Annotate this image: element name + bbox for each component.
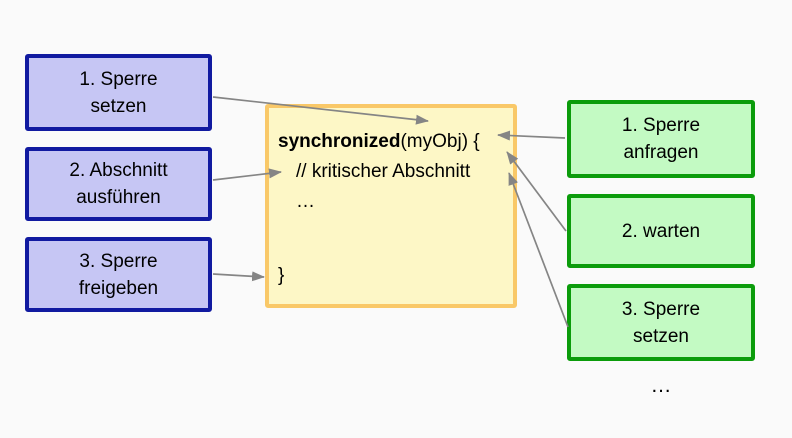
left-step-box-3: 3. Sperre freigeben: [25, 237, 212, 312]
step-label-line: anfragen: [623, 142, 699, 163]
arrow-sperre-freigeben-to-code: [212, 271, 265, 282]
continuation-ellipsis: …: [650, 374, 672, 397]
left-step-box-1: 1. Sperre setzen: [25, 54, 212, 131]
arrow-sperre-setzen-right-to-code: [508, 172, 569, 328]
step-label-line: 3. Sperre: [621, 298, 701, 320]
step-label-line: setzen: [633, 325, 689, 347]
right-step-box-2: 2. warten: [567, 194, 755, 268]
code-line-signature: synchronized(myObj) {: [278, 127, 509, 157]
code-line-comment: // kritischer Abschnitt: [296, 161, 471, 182]
left-step-box-2: 2. Abschnitt ausführen: [25, 147, 212, 221]
step-label-line: 3. Sperre: [79, 250, 158, 272]
code-signature-rest: (myObj) {: [400, 131, 480, 152]
step-label-line: 1. Sperre: [621, 115, 701, 136]
step-label-line: ausführen: [76, 187, 161, 208]
code-line-ellipsis: …: [296, 191, 315, 212]
step-label-line: freigeben: [78, 277, 159, 299]
code-box: synchronized(myObj) { // kritischer Absc…: [265, 104, 517, 308]
right-step-box-3: 3. Sperre setzen: [567, 284, 755, 361]
step-label-line: setzen: [90, 95, 147, 117]
step-label-line: 1. Sperre: [79, 68, 158, 90]
code-keyword: synchronized: [278, 131, 401, 152]
right-step-box-1: 1. Sperre anfragen: [567, 100, 755, 178]
step-label-line: 2. Abschnitt: [69, 160, 168, 181]
step-label-line: 2. warten: [621, 220, 701, 242]
code-line-closing-brace: }: [278, 265, 285, 286]
